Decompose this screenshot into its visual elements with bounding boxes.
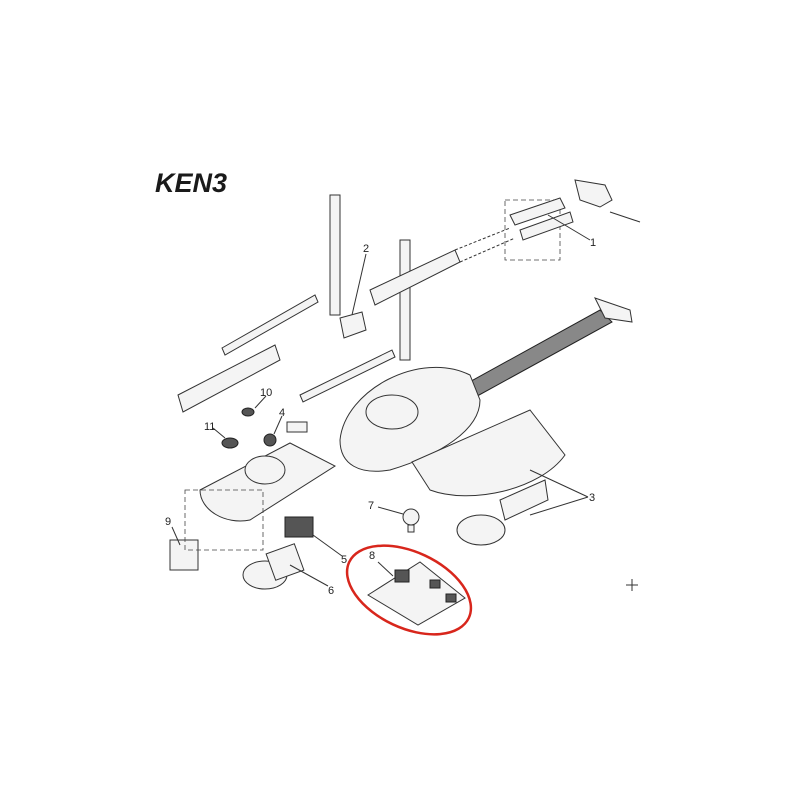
- gears: [212, 395, 283, 449]
- flat-straps: [221, 294, 396, 403]
- part-5-transformer: [284, 516, 343, 557]
- motor-housing-cover: [339, 366, 481, 472]
- part-6-motor: [242, 543, 329, 590]
- part-11-gear: [221, 437, 239, 449]
- part-label-5: 5: [341, 554, 347, 566]
- crosshair-icon: [626, 579, 638, 591]
- part-label-2: 2: [363, 243, 369, 255]
- part-label-4: 4: [279, 407, 285, 419]
- part-3-base-tray: [411, 409, 589, 546]
- part-label-9: 9: [165, 516, 171, 528]
- part-4-gear: [263, 433, 277, 447]
- part-7-bulb: [377, 506, 420, 533]
- lower-rail: [177, 344, 281, 413]
- part-1-door-bracket: [504, 179, 641, 261]
- part-9-limit-switch: [169, 489, 264, 571]
- main-rail: [454, 297, 633, 401]
- diagram-title: KEN3: [155, 168, 227, 198]
- part-label-3: 3: [589, 492, 595, 504]
- part-8-control-board: [367, 561, 466, 626]
- part-label-7: 7: [368, 500, 374, 512]
- vertical-hanger-brackets: [329, 194, 411, 361]
- part-label-11: 11: [204, 421, 215, 433]
- motor-plate: [199, 421, 337, 522]
- part-label-10: 10: [260, 387, 272, 399]
- part-label-6: 6: [328, 585, 334, 597]
- part-2-carriage: [339, 253, 367, 339]
- part-10-gear: [241, 407, 255, 417]
- highlight-ellipse: [345, 544, 473, 636]
- part-label-8: 8: [369, 550, 375, 562]
- upper-rail-and-chain: [369, 227, 516, 306]
- part-label-1: 1: [590, 237, 596, 249]
